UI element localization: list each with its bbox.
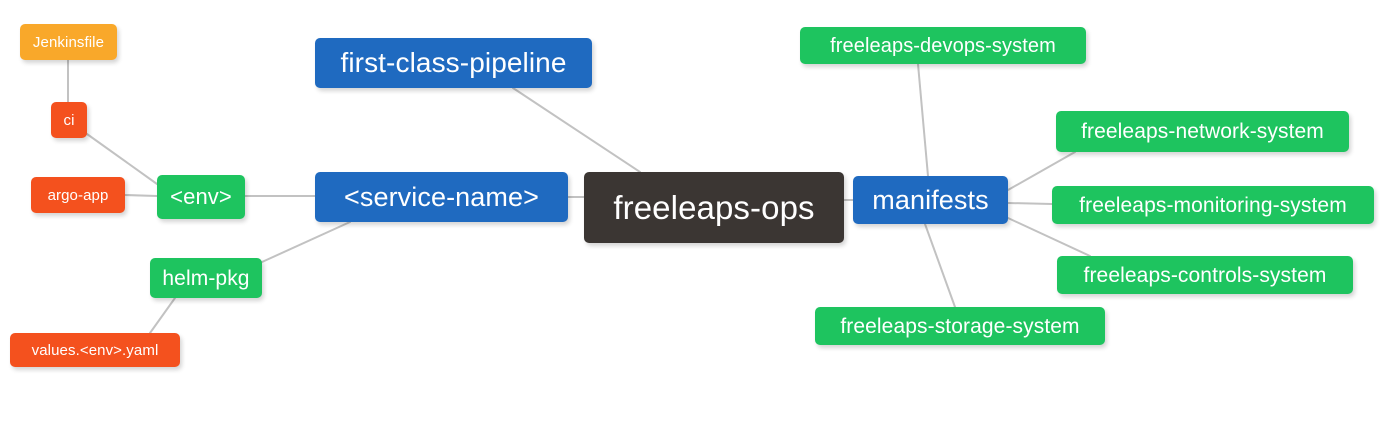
node-label-freeleaps-network-system: freeleaps-network-system	[1081, 120, 1324, 143]
node-freeleaps-devops-system[interactable]: freeleaps-devops-system	[800, 27, 1086, 64]
node-service-name[interactable]: <service-name>	[315, 172, 568, 222]
node-label-ci: ci	[63, 111, 75, 129]
node-values-yaml[interactable]: values.<env>.yaml	[10, 333, 180, 367]
node-jenkinsfile[interactable]: Jenkinsfile	[20, 24, 117, 60]
node-label-env: <env>	[170, 184, 232, 209]
node-manifests[interactable]: manifests	[853, 176, 1008, 224]
node-label-service-name: <service-name>	[344, 181, 539, 212]
node-freeleaps-network-system[interactable]: freeleaps-network-system	[1056, 111, 1349, 152]
node-label-freeleaps-controls-system: freeleaps-controls-system	[1083, 263, 1327, 287]
node-freeleaps-monitoring-system[interactable]: freeleaps-monitoring-system	[1052, 186, 1374, 224]
edge-argoapp-env	[124, 194, 158, 197]
node-label-argo-app: argo-app	[47, 186, 109, 204]
node-label-freeleaps-ops: freeleaps-ops	[613, 189, 815, 226]
node-label-helm-pkg: helm-pkg	[162, 266, 250, 290]
node-label-freeleaps-monitoring-system: freeleaps-monitoring-system	[1079, 193, 1347, 217]
edge-manifests-monitoring	[1007, 202, 1053, 205]
node-first-class-pipeline[interactable]: first-class-pipeline	[315, 38, 592, 88]
node-label-values-yaml: values.<env>.yaml	[31, 341, 159, 359]
node-freeleaps-controls-system[interactable]: freeleaps-controls-system	[1057, 256, 1353, 294]
node-label-freeleaps-storage-system: freeleaps-storage-system	[840, 314, 1080, 338]
node-freeleaps-ops[interactable]: freeleaps-ops	[584, 172, 844, 243]
edge-helmpkg-servicename	[261, 221, 351, 263]
node-helm-pkg[interactable]: helm-pkg	[150, 258, 262, 298]
edge-firstclasspipeline-ops	[512, 87, 641, 173]
edge-valuesyaml-helmpkg	[149, 297, 176, 334]
node-label-jenkinsfile: Jenkinsfile	[32, 33, 105, 51]
node-label-first-class-pipeline: first-class-pipeline	[340, 47, 567, 78]
node-label-freeleaps-devops-system: freeleaps-devops-system	[830, 34, 1056, 57]
edge-manifests-storage	[924, 223, 956, 308]
node-freeleaps-storage-system[interactable]: freeleaps-storage-system	[815, 307, 1105, 345]
node-ci[interactable]: ci	[51, 102, 87, 138]
node-label-manifests: manifests	[872, 184, 989, 215]
node-argo-app[interactable]: argo-app	[31, 177, 125, 213]
edge-manifests-network	[1007, 151, 1076, 191]
edge-manifests-devops	[917, 63, 929, 177]
node-env[interactable]: <env>	[157, 175, 245, 219]
